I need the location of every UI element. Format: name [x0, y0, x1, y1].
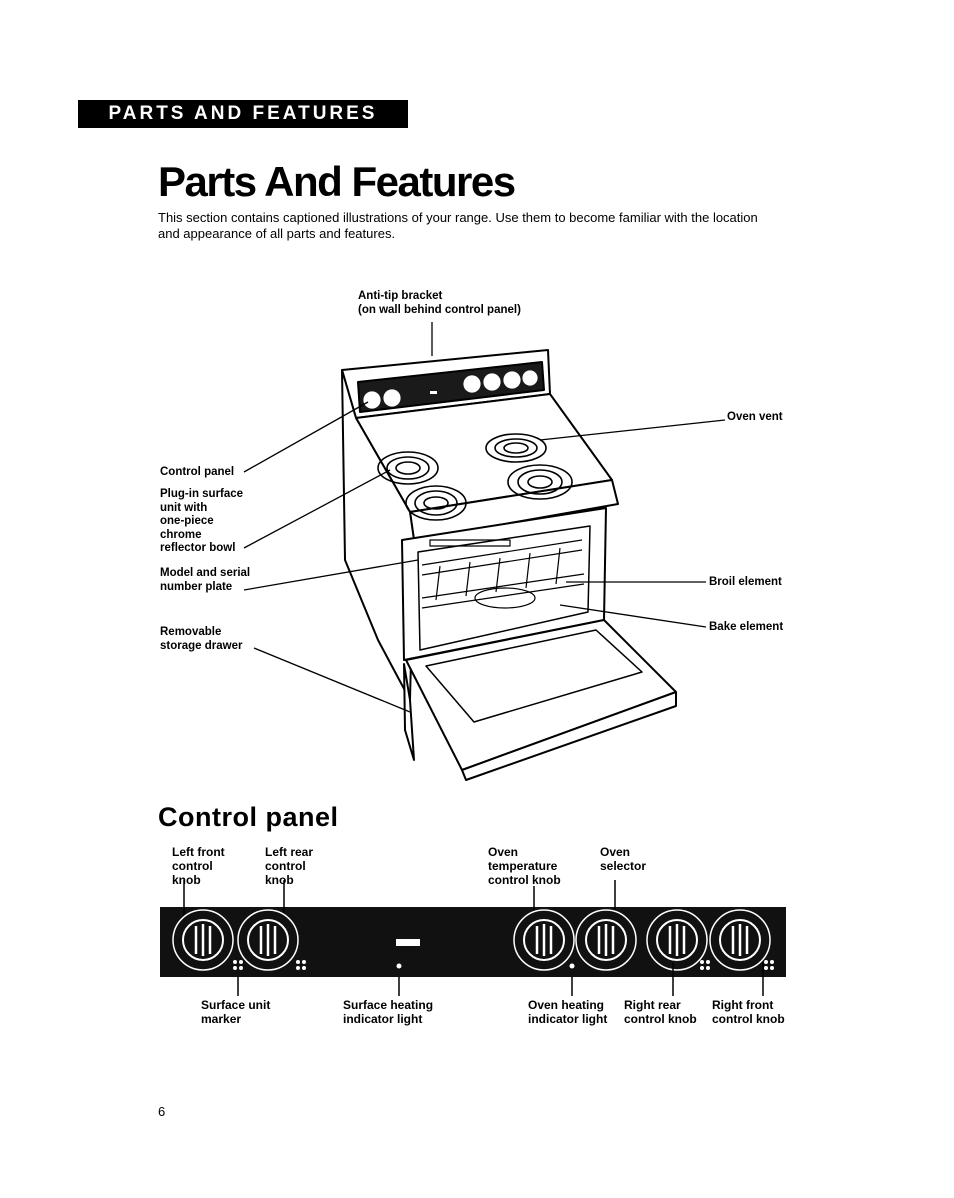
- label-line: chrome: [160, 528, 202, 541]
- label-line: selector: [600, 859, 647, 873]
- label-line: Left front: [172, 845, 225, 859]
- right-rear-knob[interactable]: [646, 909, 708, 971]
- label-line: one-piece: [160, 515, 214, 527]
- label-line: Plug-in surface: [160, 488, 244, 500]
- label-plug-in-surface-unit: Plug-in surface unit with one-piece chro…: [160, 488, 243, 556]
- label-line: Surface heating: [343, 998, 434, 1012]
- label-line: marker: [201, 1012, 242, 1026]
- oven-temperature-knob[interactable]: [513, 909, 575, 971]
- label-line: temperature: [488, 859, 558, 873]
- control-panel-heading: Control panel: [158, 802, 339, 832]
- left-rear-knob[interactable]: [237, 909, 299, 971]
- page-title: Parts And Features: [158, 158, 516, 205]
- label-line: control: [265, 859, 306, 873]
- control-panel-strip: [160, 880, 786, 996]
- label-line: Model and serial: [160, 567, 251, 579]
- label-line: Oven heating: [528, 998, 605, 1012]
- right-front-knob[interactable]: [709, 909, 771, 971]
- label-line: Oven: [600, 845, 631, 859]
- label-control-panel: Control panel: [160, 466, 235, 478]
- label-oven-heating-light: Oven heating indicator light: [528, 998, 607, 1026]
- page-number: 6: [158, 1104, 166, 1119]
- label-line: knob: [172, 873, 201, 887]
- label-left-rear-knob: Left rear control knob: [265, 845, 313, 887]
- label-line: storage drawer: [160, 639, 243, 652]
- label-line: Left rear: [265, 845, 314, 859]
- label-line: (on wall behind control panel): [358, 303, 521, 316]
- label-line: reflector bowl: [160, 542, 236, 554]
- label-anti-tip-bracket: Anti-tip bracket (on wall behind control…: [358, 290, 521, 317]
- label-line: knob: [265, 873, 294, 887]
- label-line: control knob: [712, 1012, 785, 1026]
- label-line: control knob: [624, 1012, 697, 1026]
- label-model-serial-plate: Model and serial number plate: [160, 567, 250, 594]
- intro-paragraph: This section contains captioned illustra…: [158, 210, 758, 241]
- label-line: control knob: [488, 873, 561, 887]
- label-line: indicator light: [528, 1012, 608, 1026]
- label-line: indicator light: [343, 1012, 423, 1026]
- surface-unit-marker: [233, 960, 774, 970]
- oven-selector-knob[interactable]: [575, 909, 637, 971]
- label-surface-heating-light: Surface heating indicator light: [343, 998, 433, 1026]
- label-right-rear-knob: Right rear control knob: [624, 998, 697, 1026]
- label-line: number plate: [160, 580, 233, 593]
- label-line: Removable: [160, 626, 222, 638]
- label-bake-element: Bake element: [709, 621, 784, 633]
- label-storage-drawer: Removable storage drawer: [160, 626, 242, 653]
- label-surface-unit-marker: Surface unit marker: [201, 998, 270, 1026]
- label-right-front-knob: Right front control knob: [712, 998, 785, 1026]
- brand-logo-plate: [396, 939, 420, 946]
- label-line: Anti-tip bracket: [358, 290, 443, 302]
- label-line: Surface unit: [201, 998, 271, 1012]
- range-illustration: [243, 322, 726, 781]
- section-banner: PARTS AND FEATURES: [78, 100, 408, 128]
- label-line: Right rear: [624, 998, 681, 1012]
- label-left-front-knob: Left front control knob: [172, 845, 225, 887]
- label-oven-selector: Oven selector: [600, 845, 646, 873]
- label-oven-vent: Oven vent: [727, 411, 783, 423]
- label-broil-element: Broil element: [709, 576, 782, 588]
- label-line: Right front: [712, 998, 774, 1012]
- left-front-knob[interactable]: [172, 909, 234, 971]
- label-line: unit with: [160, 501, 208, 514]
- oven-heating-indicator-light: [569, 963, 575, 969]
- label-line: control: [172, 859, 213, 873]
- surface-heating-indicator-light: [396, 963, 402, 969]
- label-line: Oven: [488, 845, 519, 859]
- label-oven-temperature-knob: Oven temperature control knob: [488, 845, 561, 887]
